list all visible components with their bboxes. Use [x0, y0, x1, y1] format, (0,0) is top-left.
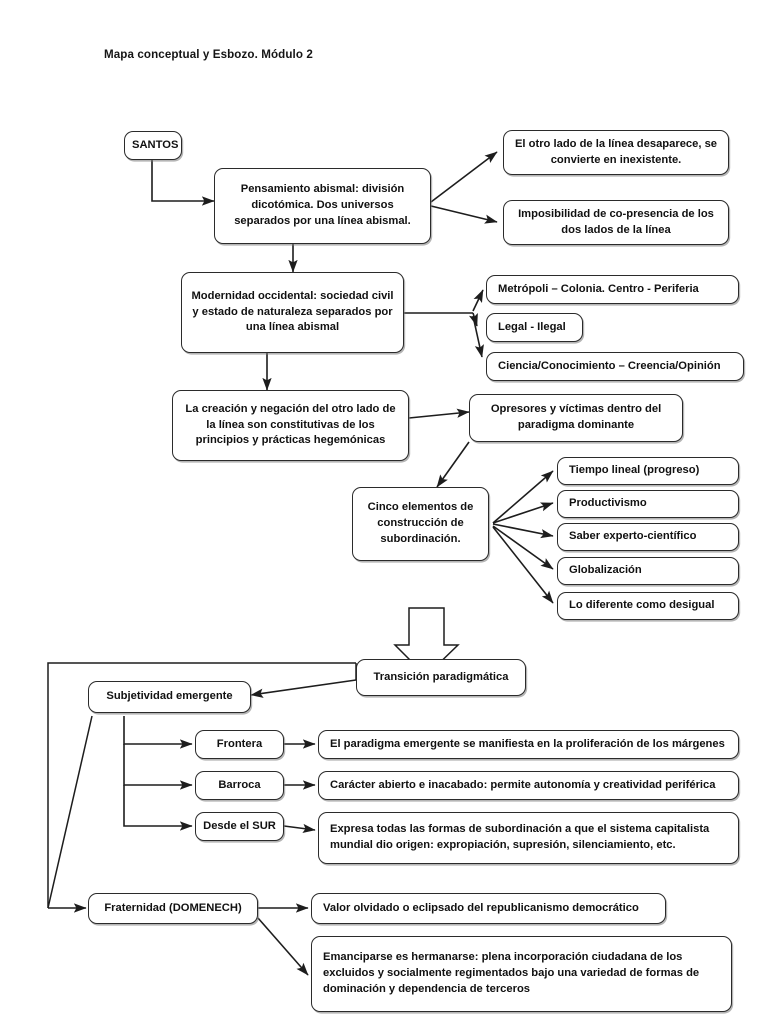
node-saber-experto[interactable]: Saber experto-científico [557, 523, 739, 551]
node-otro-lado-desaparece[interactable]: El otro lado de la línea desaparece, se … [503, 130, 729, 175]
node-expresa-subordinacion[interactable]: Expresa todas las formas de subordinació… [318, 812, 739, 864]
node-ciencia-creencia[interactable]: Ciencia/Conocimiento – Creencia/Opinión [486, 352, 744, 381]
node-opresores-victimas[interactable]: Opresores y víctimas dentro del paradigm… [469, 394, 683, 442]
node-creacion-negacion[interactable]: La creación y negación del otro lado de … [172, 390, 409, 461]
node-modernidad-occidental[interactable]: Modernidad occidental: sociedad civil y … [181, 272, 404, 353]
node-transicion-paradigmatica[interactable]: Transición paradigmática [356, 659, 526, 696]
node-pensamiento-abismal[interactable]: Pensamiento abismal: división dicotómica… [214, 168, 431, 244]
node-valor-olvidado[interactable]: Valor olvidado o eclipsado del republica… [311, 893, 666, 924]
node-lo-diferente[interactable]: Lo diferente como desigual [557, 592, 739, 620]
node-globalizacion[interactable]: Globalización [557, 557, 739, 585]
node-caracter-abierto[interactable]: Carácter abierto e inacabado: permite au… [318, 771, 739, 800]
node-subjetividad-emergente[interactable]: Subjetividad emergente [88, 681, 251, 713]
page-title: Mapa conceptual y Esbozo. Módulo 2 [104, 48, 313, 61]
node-cinco-elementos[interactable]: Cinco elementos de construcción de subor… [352, 487, 489, 561]
node-frontera[interactable]: Frontera [195, 730, 284, 759]
node-paradigma-emergente[interactable]: El paradigma emergente se manifiesta en … [318, 730, 739, 759]
node-imposibilidad-copresencia[interactable]: Imposibilidad de co-presencia de los dos… [503, 200, 729, 245]
node-fraternidad-domenech[interactable]: Fraternidad (DOMENECH) [88, 893, 258, 924]
node-productivismo[interactable]: Productivismo [557, 490, 739, 518]
node-barroca[interactable]: Barroca [195, 771, 284, 800]
node-legal-ilegal[interactable]: Legal - Ilegal [486, 313, 583, 342]
node-emanciparse-hermanarse[interactable]: Emanciparse es hermanarse: plena incorpo… [311, 936, 732, 1012]
node-desde-el-sur[interactable]: Desde el SUR [195, 812, 284, 841]
node-metropoli-colonia[interactable]: Metrópoli – Colonia. Centro - Periferia [486, 275, 739, 304]
node-santos[interactable]: SANTOS [124, 131, 182, 160]
node-tiempo-lineal[interactable]: Tiempo lineal (progreso) [557, 457, 739, 485]
